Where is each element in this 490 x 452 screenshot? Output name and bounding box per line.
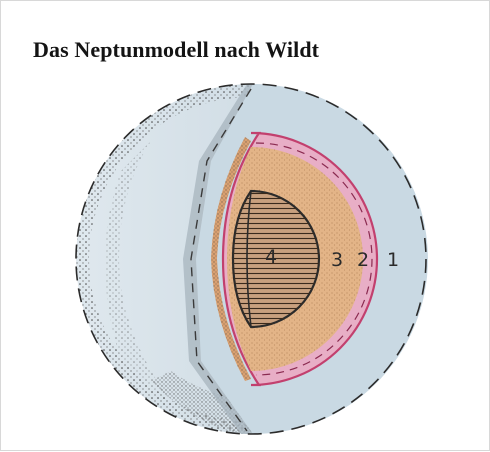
layer-label-1: 1 bbox=[387, 249, 399, 271]
layer-label-4: 4 bbox=[265, 246, 277, 268]
layer-label-2: 2 bbox=[357, 249, 369, 271]
layer-label-3: 3 bbox=[331, 249, 343, 271]
